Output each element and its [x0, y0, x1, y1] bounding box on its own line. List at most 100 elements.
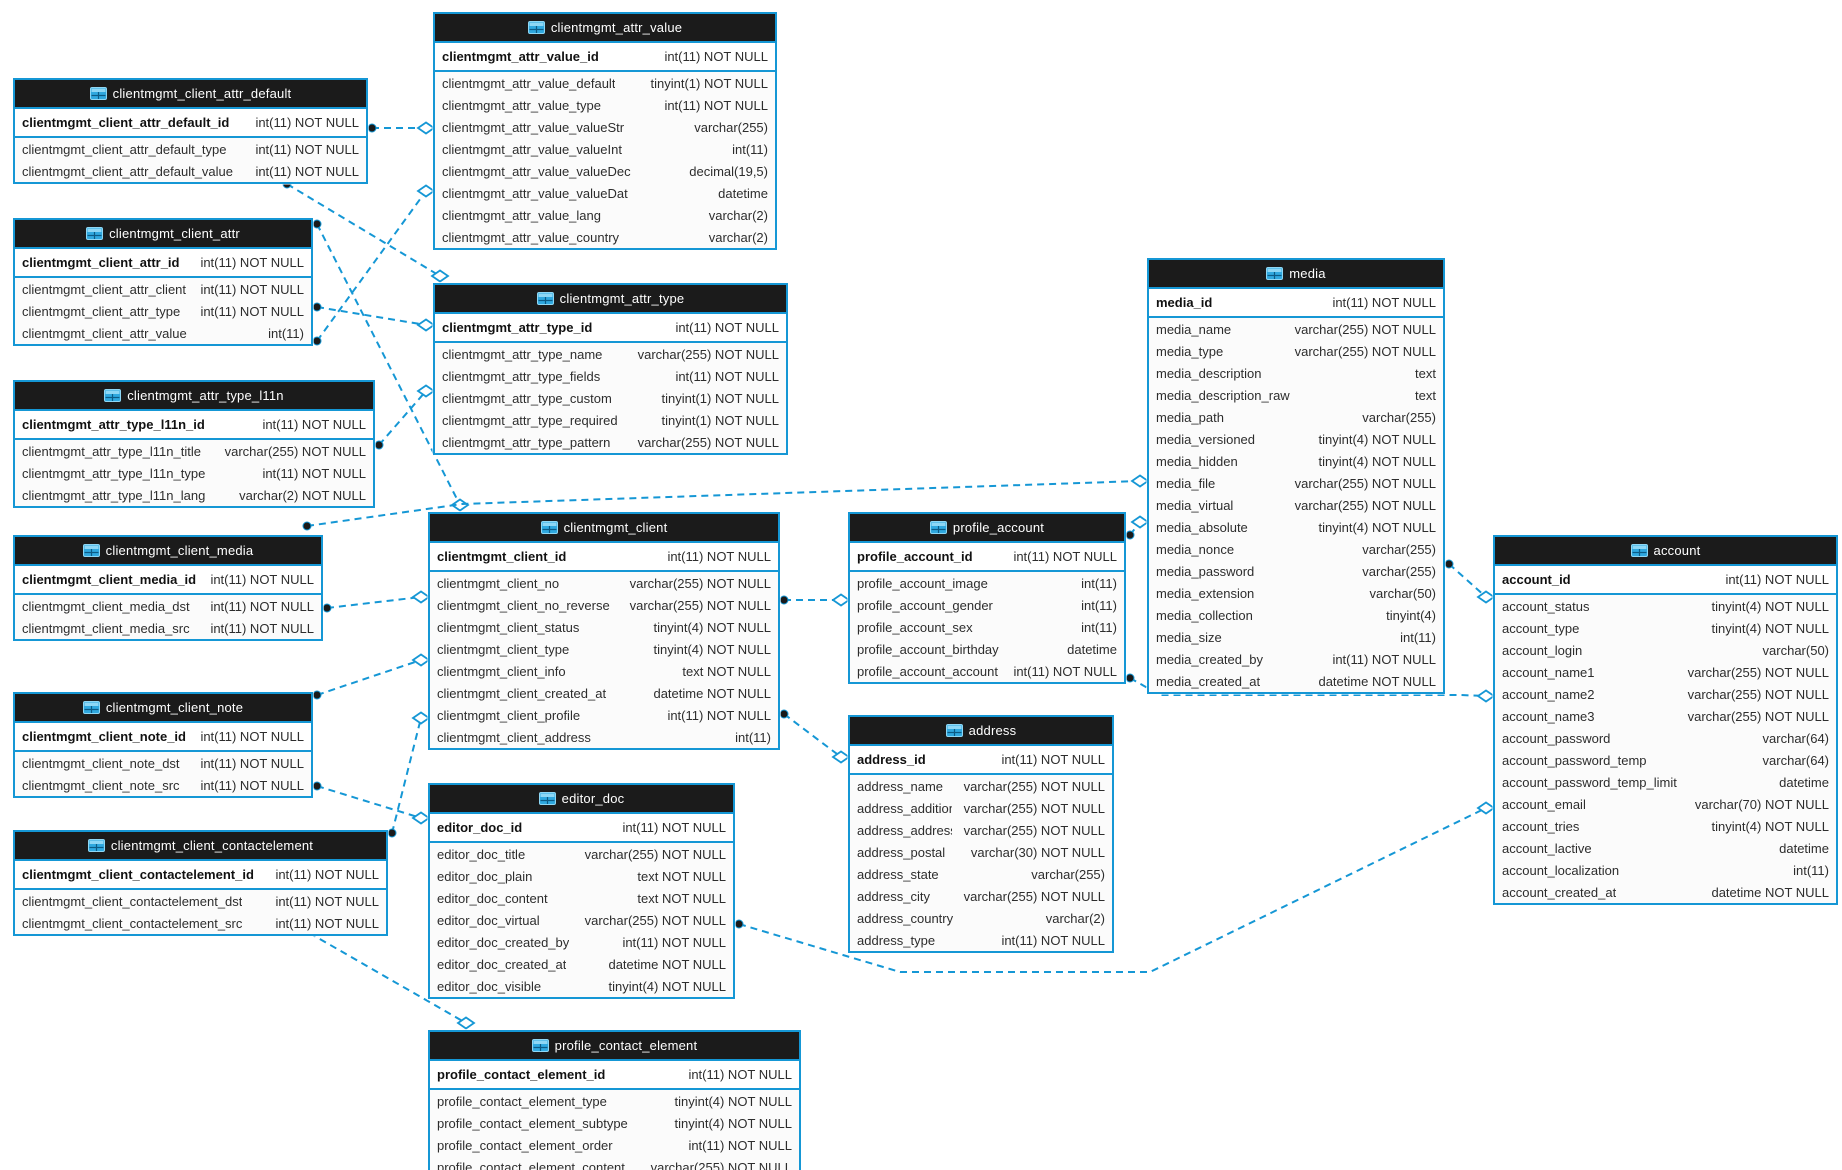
relationship-editor_doc-to-account[interactable]	[734, 801, 1496, 973]
table-header[interactable]: account	[1495, 537, 1836, 566]
relationship-clientmgmt_client_media-to-clientmgmt_client[interactable]	[322, 590, 431, 613]
table-header[interactable]: profile_contact_element	[430, 1032, 799, 1061]
relationship-clientmgmt_client_contactelement-to-clientmgmt_client[interactable]	[387, 711, 431, 838]
connector-line[interactable]	[298, 926, 467, 1024]
table-header[interactable]: clientmgmt_client_media	[15, 537, 321, 566]
relationship-clientmgmt_client_attr_default-to-clientmgmt_attr_value[interactable]	[367, 121, 436, 135]
table-header[interactable]: clientmgmt_client_note	[15, 694, 311, 723]
connector-line[interactable]	[783, 713, 842, 758]
connector-line[interactable]	[316, 306, 427, 326]
connector-line[interactable]	[316, 659, 422, 696]
relationship-clientmgmt_client_attr-to-clientmgmt_client[interactable]	[312, 219, 470, 512]
connector-line[interactable]	[378, 390, 427, 446]
relationship-clientmgmt_client_attr-to-clientmgmt_attr_type[interactable]	[312, 302, 436, 332]
connector-line[interactable]	[316, 190, 427, 342]
table-clientmgmt_client_note[interactable]: clientmgmt_client_note clientmgmt_client_…	[13, 692, 313, 798]
connector-line[interactable]	[738, 807, 1487, 973]
table-header[interactable]: clientmgmt_client_attr	[15, 220, 311, 249]
relationship-clientmgmt_attr_type_l11n-to-clientmgmt_attr_type[interactable]	[374, 384, 436, 450]
connector-line[interactable]	[316, 223, 461, 506]
connector-line[interactable]	[306, 480, 1141, 527]
table-header[interactable]: profile_account	[850, 514, 1124, 543]
table-header[interactable]: clientmgmt_attr_type_l11n	[15, 382, 373, 411]
connector-line[interactable]	[1448, 563, 1487, 598]
connector-line[interactable]	[316, 785, 422, 819]
table-header[interactable]: editor_doc	[430, 785, 733, 814]
table-header[interactable]: clientmgmt_attr_type	[435, 285, 786, 314]
table-header[interactable]: clientmgmt_attr_value	[435, 14, 775, 43]
relationship-clientmgmt_client_media-to-media[interactable]	[302, 474, 1150, 531]
relationship-profile_account-to-media[interactable]	[1125, 515, 1150, 540]
table-header[interactable]: address	[850, 717, 1112, 746]
relationship-clientmgmt_client-to-profile_account[interactable]	[779, 593, 851, 607]
